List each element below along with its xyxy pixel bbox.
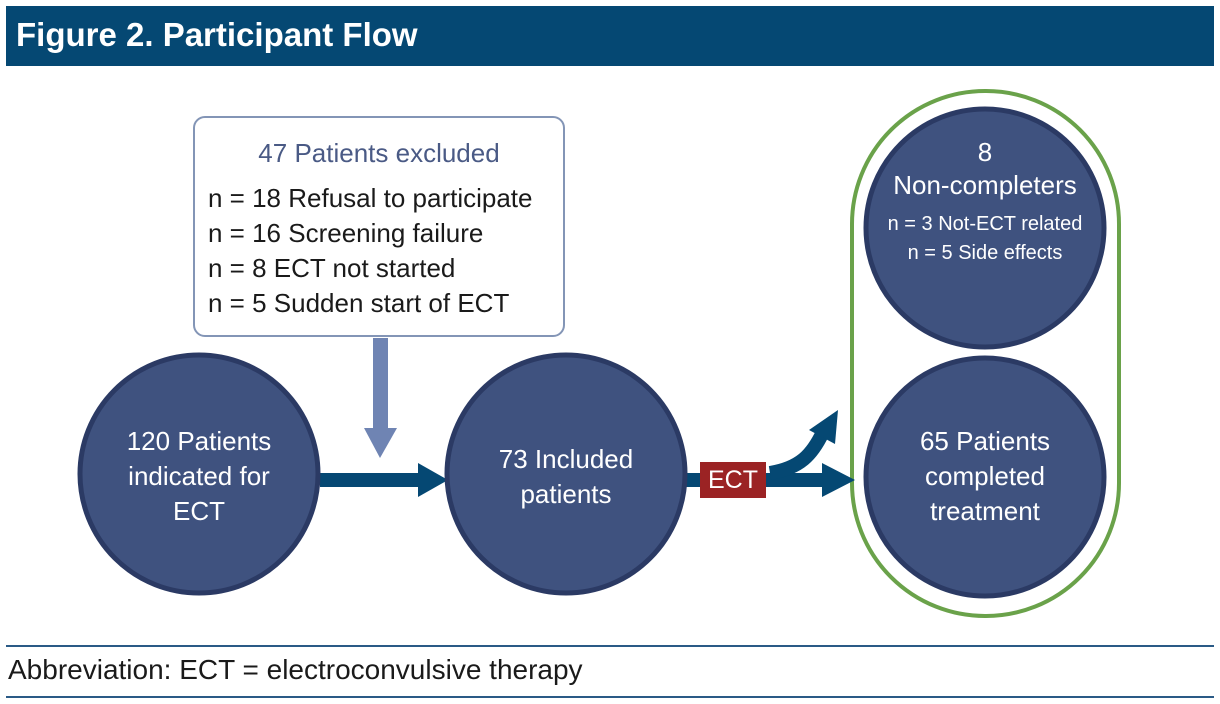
arrow-indicated-to-included	[320, 463, 448, 497]
node-indicated-circle	[77, 352, 321, 596]
node-completed-label: 65 Patients completed treatment	[866, 424, 1104, 529]
node-included-label: 73 Included patients	[447, 442, 685, 512]
node-indicated-label: 120 Patients indicated for ECT	[80, 424, 318, 529]
exclusion-item: n = 8 ECT not started	[208, 253, 456, 283]
footnote-bottom-rule	[6, 696, 1214, 698]
node-noncompleters-circle	[863, 106, 1107, 350]
noncompleters-reason: n = 5 Side effects	[907, 242, 1063, 264]
figure-title: Figure 2. Participant Flow	[16, 16, 418, 53]
exclusion-item: n = 5 Sudden start of ECT	[208, 288, 510, 318]
exclusion-title: 47 Patients excluded	[258, 138, 500, 168]
exclusion-item: n = 16 Screening failure	[208, 218, 484, 248]
ect-edge-label: ECT	[700, 462, 766, 498]
node-completed-circle	[863, 355, 1107, 599]
outcome-group-outline	[850, 89, 1121, 618]
node-included-circle	[444, 352, 688, 596]
node-completed-line: 65 Patients	[919, 426, 1051, 456]
exclusion-item: n = 18 Refusal to participate	[208, 183, 533, 213]
node-included-line: 73 Included	[498, 444, 634, 474]
node-indicated-line: 120 Patients	[126, 426, 272, 456]
node-indicated-line: ECT	[173, 496, 225, 526]
exclusion-box: 47 Patients excluded n = 18 Refusal to p…	[193, 116, 565, 337]
footnote-top-rule	[6, 645, 1214, 647]
abbreviation-footnote: Abbreviation: ECT = electroconvulsive th…	[8, 654, 583, 685]
exclusion-arrow	[364, 338, 397, 458]
arrow-to-noncompleters	[768, 410, 838, 480]
noncompleters-count: 8	[977, 137, 993, 167]
noncompleters-reason: n = 3 Not-ECT related	[887, 213, 1083, 235]
node-completed-line: completed	[925, 461, 1045, 491]
node-noncompleters-label: 8 Non-completers n = 3 Not-ECT related n…	[866, 136, 1104, 268]
figure-header: Figure 2. Participant Flow	[6, 6, 1214, 66]
node-included-line: patients	[520, 479, 612, 509]
node-indicated-line: indicated for	[128, 461, 270, 491]
node-completed-line: treatment	[930, 496, 1040, 526]
noncompleters-title: Non-completers	[893, 170, 1077, 200]
